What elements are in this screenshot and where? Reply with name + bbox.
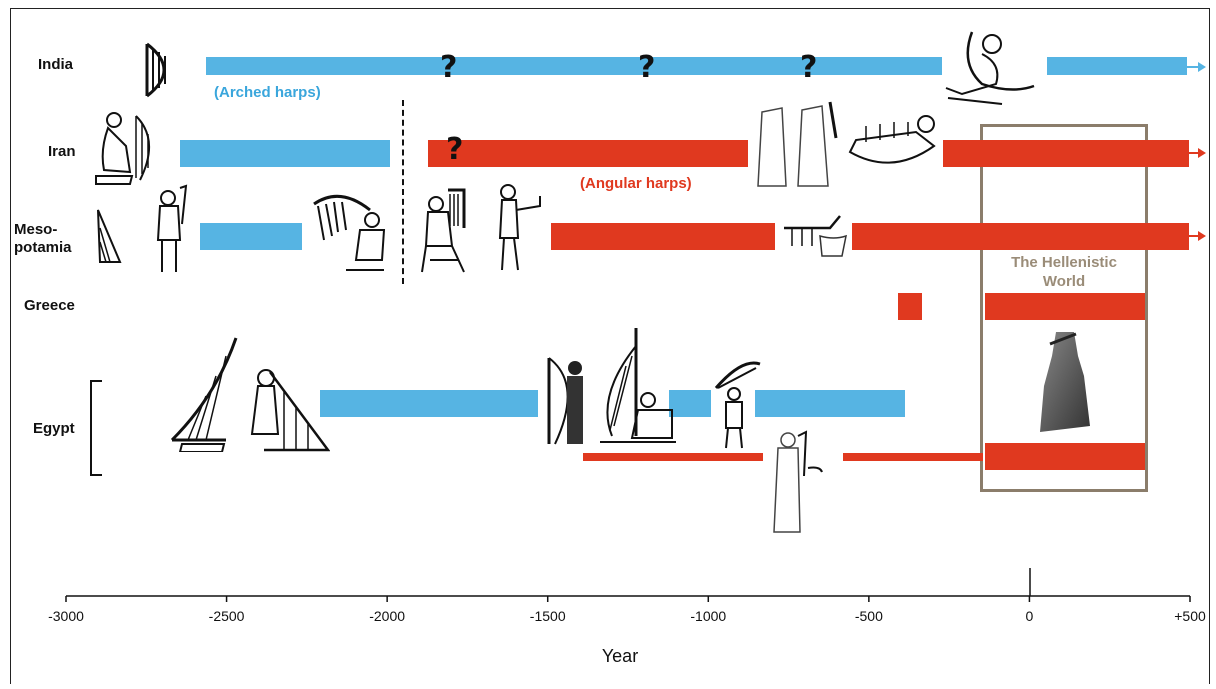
hellenistic-box — [980, 124, 1148, 492]
meso-line-1: Meso- — [14, 221, 58, 238]
region-label-egypt: Egypt — [33, 420, 75, 437]
bar-egypt-angular-1 — [583, 453, 763, 461]
standing-musician-icon — [498, 184, 541, 271]
question-mark: ? — [800, 50, 818, 85]
question-mark: ? — [446, 132, 464, 167]
region-label-greece: Greece — [24, 297, 75, 314]
bar-egypt-angular-2 — [843, 453, 983, 461]
bar-egypt-angular-3 — [985, 443, 1145, 470]
question-mark: ? — [638, 50, 656, 85]
arrow-icon — [1186, 148, 1206, 158]
bar-egypt-arched-3 — [755, 390, 905, 417]
series-label-angular: (Angular harps) — [580, 175, 692, 192]
mesopotamian-harpist-icon — [156, 184, 188, 272]
bar-meso-angular-1 — [551, 223, 775, 250]
region-label-iran: Iran — [48, 143, 76, 160]
hellenistic-title: The Hellenistic World — [980, 253, 1148, 291]
arrow-icon — [1186, 231, 1206, 241]
tick-label: -2000 — [369, 608, 406, 624]
series-label-arched: (Arched harps) — [214, 84, 321, 101]
boat-harp-icon — [848, 115, 936, 164]
bar-greece-angular-1 — [898, 293, 922, 320]
region-label-india: India — [38, 56, 74, 73]
harp-icon — [97, 209, 122, 263]
persian-figures-icon — [757, 101, 838, 187]
bar-meso-angular-2 — [852, 223, 1189, 250]
hellenistic-line-2: World — [1042, 273, 1086, 290]
bar-meso-arched — [200, 223, 302, 250]
seated-musician-icon — [313, 194, 386, 271]
bar-greece-angular-2 — [985, 293, 1145, 320]
bar-india-arched-1 — [206, 57, 942, 75]
bar-iran-angular-2 — [943, 140, 1189, 167]
shoulder-harp-player-icon — [714, 361, 761, 449]
tick-label: -1500 — [529, 608, 566, 624]
reclining-figure-icon — [945, 31, 1035, 105]
tick-label: +500 — [1174, 608, 1206, 624]
arched-harp-icon — [145, 42, 166, 98]
standing-egyptian-harpist-icon — [547, 357, 583, 445]
tick-label: -3000 — [48, 608, 84, 624]
large-angular-harpist-icon — [600, 328, 676, 443]
hellenistic-line-1: The Hellenistic — [1011, 254, 1117, 271]
bar-egypt-arched-2 — [669, 390, 711, 417]
horizontal-harpist-icon — [784, 215, 847, 257]
robed-harpist-icon — [773, 430, 823, 533]
angular-harpist-icon — [421, 188, 466, 273]
tick-label: -2500 — [208, 608, 245, 624]
bar-egypt-arched-1 — [320, 390, 538, 417]
arrow-icon — [1186, 62, 1206, 72]
statue-icon — [1040, 332, 1090, 432]
egypt-bracket — [90, 380, 102, 476]
bar-india-arched-2 — [1047, 57, 1187, 75]
seated-egyptian-harpist-icon — [250, 369, 330, 452]
bar-iran-angular-1 — [428, 140, 748, 167]
meso-line-2: potamia — [14, 239, 72, 256]
harpist-figure-icon — [95, 112, 151, 185]
figure-frame — [10, 8, 1210, 684]
bar-iran-arched — [180, 140, 390, 167]
tick-label: 0 — [1025, 608, 1034, 624]
question-mark: ? — [440, 50, 458, 85]
tick-label: -1000 — [690, 608, 727, 624]
divider-line — [402, 100, 404, 284]
kneeling-harpist-icon — [170, 337, 238, 452]
region-label-mesopotamia: Meso- potamia — [14, 221, 72, 257]
tick-label: -500 — [854, 608, 883, 624]
axis-title: Year — [601, 646, 639, 666]
